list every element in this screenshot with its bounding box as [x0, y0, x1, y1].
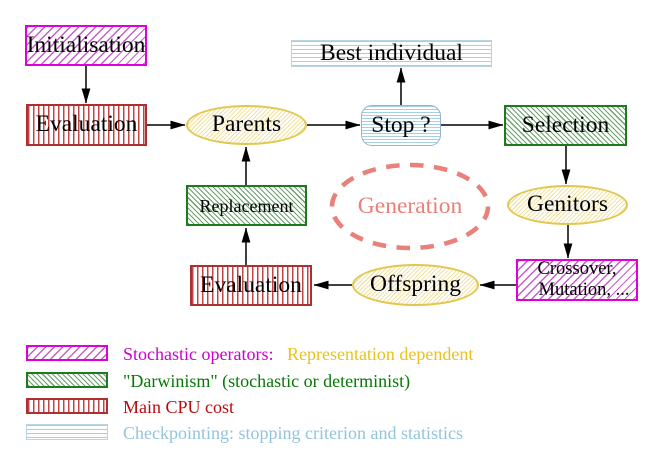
node-crossover-mutation[interactable]: Crossover, Mutation, ... [516, 259, 638, 301]
node-genitors-label: Genitors [527, 191, 608, 218]
legend-row-stochastic-operators: Stochastic operators: Representation dep… [123, 345, 473, 363]
node-parents[interactable]: Parents [186, 105, 307, 145]
node-replacement-label: Replacement [199, 195, 294, 216]
legend-label-checkpointing: Checkpointing: stopping criterion and st… [123, 422, 463, 443]
node-parents-label: Parents [211, 111, 282, 138]
legend-swatch-checkpointing [26, 424, 108, 440]
node-evaluation-top[interactable]: Evaluation [26, 104, 147, 146]
node-genitors[interactable]: Genitors [507, 185, 628, 225]
legend-row-darwinism: "Darwinism" (stochastic or determinist) [123, 372, 410, 390]
legend-row-checkpointing: Checkpointing: stopping criterion and st… [123, 424, 463, 442]
generation-label-holder: Generation [332, 165, 488, 248]
node-offspring[interactable]: Offspring [352, 264, 479, 306]
legend-label-darwinism: "Darwinism" (stochastic or determinist) [123, 370, 411, 391]
node-offspring-label: Offspring [370, 271, 461, 298]
node-best-individual[interactable]: Best individual [291, 40, 492, 67]
legend-row-main-cpu-cost: Main CPU cost [123, 398, 234, 416]
legend-swatch-main-cpu-cost [26, 398, 108, 414]
legend-swatch-stochastic-operators [26, 345, 108, 361]
node-selection-label: Selection [521, 111, 610, 138]
node-stop-label: Stop ? [371, 111, 431, 138]
node-crossover-label-line1: Crossover, [537, 259, 617, 280]
node-best-individual-label: Best individual [320, 39, 463, 66]
node-initialisation[interactable]: Initialisation [25, 25, 147, 66]
node-initialisation-label: Initialisation [26, 31, 146, 58]
node-replacement[interactable]: Replacement [186, 185, 307, 226]
node-crossover-label-line2: Mutation, ... [538, 280, 630, 300]
node-selection[interactable]: Selection [504, 105, 627, 146]
generation-loop-ellipse [329, 162, 491, 251]
legend-swatch-darwinism [26, 372, 108, 388]
legend-label-main-cpu-cost: Main CPU cost [123, 396, 235, 417]
node-stop[interactable]: Stop ? [361, 105, 441, 146]
node-evaluation-bottom[interactable]: Evaluation [190, 265, 312, 306]
node-evaluation-bottom-label: Evaluation [200, 271, 302, 298]
legend-label-representation-dependent: Representation dependent [286, 344, 474, 364]
generation-label: Generation [357, 192, 463, 219]
legend-label-stochastic-operators: Stochastic operators: [123, 344, 274, 364]
node-evaluation-top-label: Evaluation [35, 111, 138, 138]
